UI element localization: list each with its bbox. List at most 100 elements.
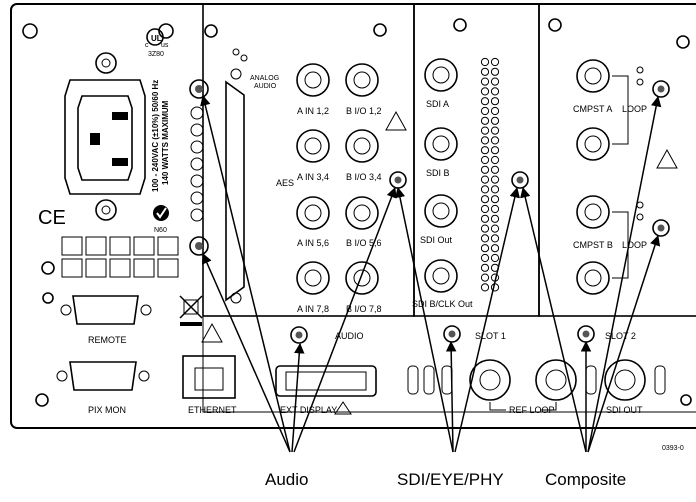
power-inlet [64,52,146,221]
sdi-a-label: SDI A [426,99,449,109]
sdi-b-label: SDI B [426,168,450,178]
sdi-led [490,234,500,243]
vent-grid [61,236,179,278]
bnc-label-b-io-7-8: B I/O 7,8 [346,304,382,314]
sdi-led [490,253,500,263]
sdi-out-label: SDI Out [420,235,453,245]
caution-triangle-power [201,322,223,343]
caution-triangle-ext [334,401,352,415]
bnc-label-a-in-5-6: A IN 5,6 [297,238,329,248]
composite-callout-arrows [520,95,662,453]
bnc-label-b-io-1-2: B I/O 1,2 [346,106,382,116]
svg-text:UL: UL [151,34,162,43]
sdi-led [490,185,500,194]
bnc-label-a-in-3-4: A IN 3,4 [297,172,329,182]
sdi-led [480,116,490,125]
bnc-label-b-io-5-6: B I/O 5,6 [346,238,382,248]
rear-panel [10,3,696,429]
aes-label: AES [276,178,294,188]
sdi-led [480,273,490,282]
sdi-led [490,244,500,253]
ext-display-label: EXT DISPLAY [280,405,337,415]
sdi-led [480,136,490,145]
sdi-led [480,87,490,96]
sdi-led [480,263,490,272]
sdi-led [480,77,490,86]
bnc-label-a-in-7-8: A IN 7,8 [297,304,329,314]
sdi-led [480,57,490,67]
remote-port [60,295,152,325]
sdi-led [490,67,500,76]
sdi-led [490,146,500,155]
sdi-led [490,106,500,116]
audio-callout-arrows [200,94,397,453]
sdi-led [480,97,490,106]
sdi-led [480,67,490,76]
sdi-led [480,234,490,243]
analog-audio-title-1: ANALOG [250,75,279,82]
sdi-out-bottom-label: SDI OUT [606,405,643,415]
sdi-led [490,126,500,135]
cmpst-b-label: CMPST B [573,240,613,250]
loop-b-label: LOOP [622,240,647,250]
weee-symbol [179,295,203,326]
callout-audio: Audio [265,470,308,489]
sdi-led [480,214,490,223]
frame-screws [22,18,692,407]
n-code: N60 [154,227,167,234]
sdi-led [490,214,500,223]
slot2-label: SLOT 2 [605,331,636,341]
sdi-led [480,185,490,194]
ethernet-port [182,355,236,399]
sdi-led [490,165,500,174]
composite-bnc-connectors [576,59,629,295]
pix-mon-label: PIX MON [88,405,126,415]
sdi-led [490,116,500,125]
sdi-bnc-connectors [424,58,458,293]
sdi-led [480,175,490,184]
ethernet-label: ETHERNET [188,405,237,415]
bnc-label-a-in-1-2: A IN 1,2 [297,106,329,116]
sdi-led [480,283,490,292]
sdi-led [480,204,490,214]
ext-display-port [275,365,377,397]
analog-audio-title-2: AUDIO [254,83,277,90]
n-certification-mark: N60 [153,205,169,234]
sdi-callout-arrows [394,186,520,453]
sdi-led [490,175,500,184]
analog-audio-connector [225,48,248,304]
sdi-led [490,224,500,233]
sdi-led [490,195,500,204]
power-rating-line1: 100 - 240VAC (±10%) 50/60 Hz [151,80,160,192]
callout-sdi-eye-phy: SDI/EYE/PHY [397,470,504,489]
ground-lugs [189,79,209,256]
sdi-led [490,57,500,67]
sdi-led [490,155,500,165]
sdi-b-clk-out-label: SDI B/CLK Out [412,299,473,309]
sdi-led-column [480,57,500,292]
sdi-led [480,155,490,165]
cert-code: 3Z80 [148,51,164,58]
figure-id: 0393-0 [662,445,684,452]
sdi-led [480,106,490,116]
callout-composite: Composite [545,470,626,489]
pix-mon-port [56,361,150,391]
cert-small-us: us [161,42,169,49]
composite-module-ground-lugs [652,80,670,237]
sdi-led [490,204,500,214]
bottom-bnc-row [407,359,666,411]
cmpst-a-label: CMPST A [573,104,612,114]
sdi-led [480,195,490,204]
slot1-label: SLOT 1 [475,331,506,341]
aes-bnc-connectors [296,63,379,295]
caution-triangle-composite [656,148,678,169]
power-rating-line2: 140 WATTS MAXIMUM [161,100,170,185]
loop-a-label: LOOP [622,104,647,114]
sdi-led [480,244,490,253]
sdi-led [490,87,500,96]
caution-triangle-audio [385,110,407,131]
ref-loop-label: REF LOOP [509,405,555,415]
sdi-led [480,165,490,174]
ul-certification-mark: UL c us 3Z80 [145,28,169,58]
